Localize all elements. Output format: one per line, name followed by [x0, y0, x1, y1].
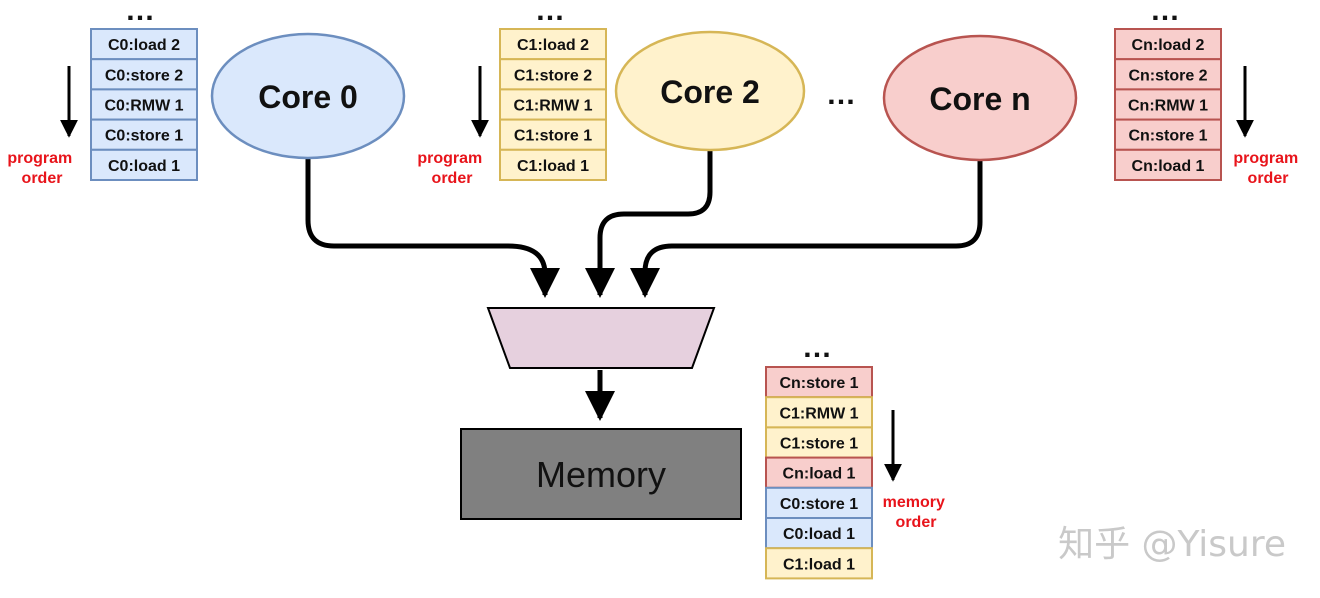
c1-queue-item: C1:load 1: [517, 158, 589, 175]
arbiter-shape: [486, 307, 716, 369]
cn-order-label-line1: program: [1233, 150, 1298, 167]
memory-queue-item: C0:store 1: [780, 496, 858, 513]
c1-order-label-line1: program: [417, 150, 482, 167]
cn-queue-item: Cn:store 2: [1128, 67, 1207, 84]
cn-queue-cell: [1114, 28, 1222, 61]
core-n-shape: [882, 34, 1078, 162]
memory-queue-item: C1:store 1: [780, 436, 858, 453]
c1-queue-item: C1:store 1: [514, 128, 592, 145]
c0-queue-cell: [90, 58, 198, 91]
memory-queue-cell: [765, 547, 873, 580]
c1-queue-ellipsis: …: [535, 0, 571, 27]
cn-queue-item: Cn:RMW 1: [1128, 98, 1208, 115]
c0-queue-ellipsis: …: [125, 0, 161, 27]
core-0-label: Core 0: [258, 79, 358, 115]
c0-queue-cell: [90, 88, 198, 121]
memory-shape: [460, 428, 742, 520]
cn-order-label-line2: order: [1248, 170, 1289, 187]
memory-queue-item: C0:load 1: [783, 526, 855, 543]
cn-queue-cell: [1114, 148, 1222, 182]
cores-ellipsis: …: [826, 78, 862, 111]
cn-queue: Cn:load 2 Cn:store 2 Cn:RMW 1 Cn:store 1 Cn:…: [1114, 28, 1222, 182]
memory-order-label-line2: order: [896, 514, 937, 531]
c1-queue-cell: [499, 148, 607, 182]
watermark: 知乎 @Yisure: [1058, 524, 1286, 565]
memory-order-label: memory order: [883, 494, 950, 531]
core-2: Core 2: [614, 30, 806, 152]
memory-queue-item: Cn:store 1: [779, 375, 858, 392]
c1-queue-item: C1:store 2: [514, 67, 592, 84]
core-2-label: Core 2: [660, 74, 760, 110]
coren-connector-arrow: [630, 158, 983, 298]
c0-queue-cell: [90, 28, 198, 61]
core-0: Core 0: [210, 32, 406, 160]
c1-queue: C1:load 2 C1:store 2 C1:RMW 1 C1:store 1 C1:…: [499, 28, 607, 182]
c0-queue-cell: [90, 148, 198, 182]
memory-order-label-line1: memory: [883, 494, 945, 511]
core-n-label: Core n: [929, 81, 1030, 117]
memory-queue-cell: [765, 426, 873, 459]
memory-queue-item: C1:RMW 1: [779, 405, 858, 422]
memory-queue-cell: [765, 486, 873, 519]
memory-queue-cell: [765, 517, 873, 550]
cn-queue-cell: [1114, 88, 1222, 121]
memory-queue-cell: [765, 396, 873, 429]
cn-queue-item: Cn:load 2: [1132, 37, 1205, 54]
memory-queue-item: Cn:load 1: [783, 466, 856, 483]
core-0-shape: [210, 32, 406, 160]
cn-order-label: program order: [1233, 150, 1302, 187]
cn-queue-item: Cn:store 1: [1128, 128, 1207, 145]
memory-queue-item: C1:load 1: [783, 556, 855, 573]
memory-label: Memory: [536, 454, 666, 495]
c1-queue-item: C1:RMW 1: [513, 98, 592, 115]
c0-order-label-line2: order: [22, 170, 63, 187]
memory-queue-ellipsis: …: [802, 331, 838, 364]
c0-order-label: program order: [7, 150, 76, 187]
memory-block: Memory: [460, 428, 742, 520]
c0-queue: C0:load 2 C0:store 2 C0:RMW 1 C0:store 1 C0:…: [90, 28, 198, 182]
core0-connector-arrow: [305, 158, 560, 298]
c1-order-label-line2: order: [432, 170, 473, 187]
cn-queue-cell: [1114, 118, 1222, 151]
c0-order-label-line1: program: [7, 150, 72, 167]
memory-queue: Cn:store 1 C1:RMW 1 C1:store 1 Cn:load 1 C0:…: [765, 366, 873, 580]
c0-queue-item: C0:load 1: [108, 158, 180, 175]
cn-queue-ellipsis: …: [1150, 0, 1186, 27]
core2-connector-arrow: [585, 150, 713, 298]
c0-queue-item: C0:RMW 1: [104, 98, 183, 115]
memory-queue-cell: [765, 456, 873, 489]
c0-queue-item: C0:load 2: [108, 37, 180, 54]
core-2-shape: [614, 30, 806, 152]
c0-queue-item: C0:store 1: [105, 128, 183, 145]
c0-queue-item: C0:store 2: [105, 67, 183, 84]
memory-queue-cell: [765, 366, 873, 399]
cn-queue-item: Cn:load 1: [1132, 158, 1205, 175]
c1-queue-item: C1:load 2: [517, 37, 589, 54]
core-n: Core n: [882, 34, 1078, 162]
c1-order-label: program order: [417, 150, 486, 187]
